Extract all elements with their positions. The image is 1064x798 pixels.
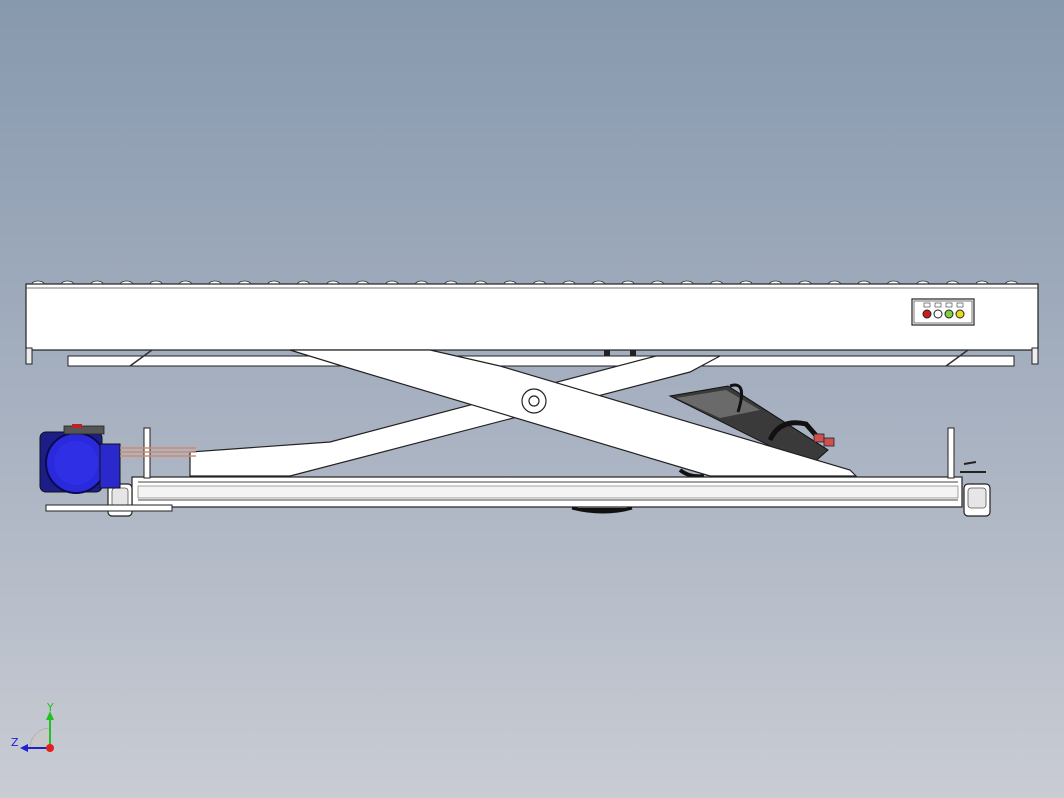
stop-button-icon[interactable] (922, 309, 932, 319)
left-end-bracket (25, 347, 33, 365)
z-axis-label: Z (11, 736, 19, 749)
platform-plate (67, 355, 1015, 367)
pump-motor-unit[interactable] (39, 424, 196, 512)
y-axis-label: Y (46, 701, 54, 714)
control-panel[interactable] (911, 298, 975, 326)
guide-post-left (143, 427, 151, 479)
scissor-arm-right[interactable] (289, 349, 858, 477)
coordinate-triad: Y Z (11, 701, 54, 752)
base-frame[interactable] (131, 476, 963, 508)
green-button-icon[interactable] (944, 309, 954, 319)
wheel-right (963, 483, 991, 517)
right-end-bracket (1031, 347, 1039, 365)
conveyor-top-frame[interactable] (25, 283, 1039, 351)
release-lever[interactable] (960, 461, 986, 473)
guide-post-right (947, 427, 955, 479)
hydraulic-cylinder[interactable] (668, 383, 835, 479)
yellow-button-icon[interactable] (955, 309, 965, 319)
white-button-icon[interactable] (933, 309, 943, 319)
scissor-arm-left[interactable] (189, 355, 721, 477)
